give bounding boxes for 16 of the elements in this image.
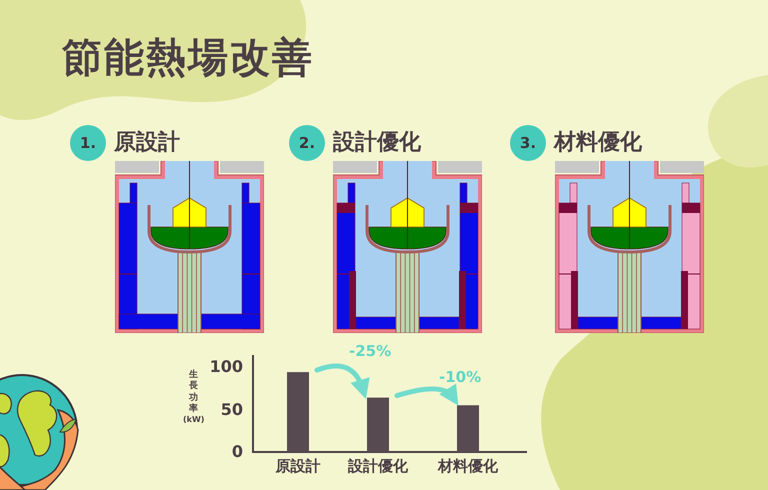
number-badge: 1. — [70, 125, 106, 161]
axis-tick-label: 100 — [208, 357, 243, 376]
section-heading: 原設計 — [114, 129, 180, 157]
number-badge: 2. — [289, 125, 325, 161]
title: 節能熱場改善 — [62, 34, 314, 83]
change-label: -25% — [349, 342, 392, 360]
number-badge: 3. — [510, 125, 546, 161]
axis-tick-label: 50 — [220, 400, 243, 418]
change-label: -10% — [439, 368, 482, 386]
axis-title: 生長功率 (kW) — [183, 370, 204, 425]
category-label: 設計優化 — [348, 457, 408, 476]
section-heading: 設計優化 — [333, 129, 421, 157]
category-label: 材料優化 — [438, 457, 498, 476]
category-label: 原設計 — [276, 457, 320, 476]
axis-tick-label: 0 — [230, 442, 243, 461]
section-heading: 材料優化 — [554, 129, 642, 157]
